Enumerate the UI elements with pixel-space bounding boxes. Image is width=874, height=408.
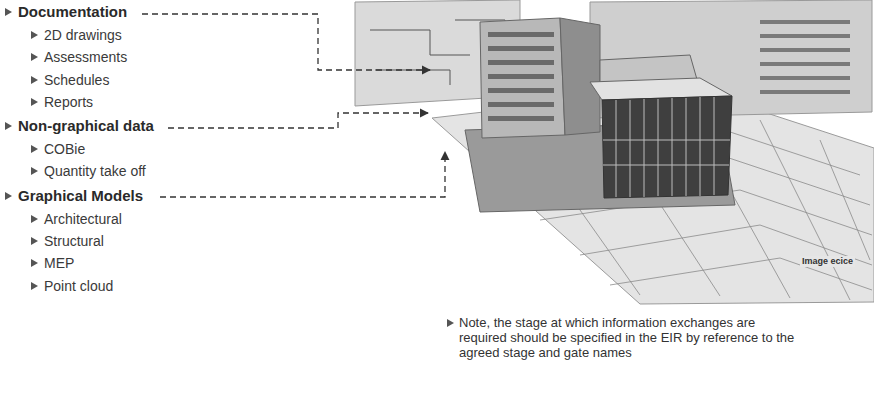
label-slot: Note, the stage at which information exc…	[459, 315, 804, 360]
section-heading: Non-graphical data	[18, 117, 154, 135]
label-slot: Image ecice	[800, 256, 855, 267]
list-item: Structural	[44, 232, 104, 250]
list-item: 2D drawings	[44, 26, 122, 44]
list-item: Reports	[44, 93, 93, 111]
section-heading: Graphical Models	[18, 187, 143, 205]
label-slot: Reports	[44, 93, 93, 111]
label-slot: Assessments	[44, 48, 127, 66]
image-credit: Image ecice	[800, 256, 855, 267]
floor-plan-sheet	[432, 88, 874, 304]
label-slot: MEP	[44, 254, 74, 272]
list-item: Point cloud	[44, 277, 113, 295]
list-item: MEP	[44, 254, 74, 272]
label-slot: Architectural	[44, 210, 122, 228]
list-item: COBie	[44, 140, 85, 158]
building-model	[465, 18, 735, 212]
label-slot: COBie	[44, 140, 85, 158]
list-item: Quantity take off	[44, 162, 146, 180]
note-text: Note, the stage at which information exc…	[459, 315, 804, 360]
label-slot: Documentation	[18, 3, 127, 21]
label-slot: Structural	[44, 232, 104, 250]
list-item: Assessments	[44, 48, 127, 66]
list-item: Schedules	[44, 71, 109, 89]
list-item: Architectural	[44, 210, 122, 228]
label-slot: Non-graphical data	[18, 117, 154, 135]
label-slot: Point cloud	[44, 277, 113, 295]
label-slot: Quantity take off	[44, 162, 146, 180]
label-slot: 2D drawings	[44, 26, 122, 44]
label-slot: Graphical Models	[18, 187, 143, 205]
label-slot: Schedules	[44, 71, 109, 89]
section-heading: Documentation	[18, 3, 127, 21]
leader-lines	[142, 14, 445, 197]
